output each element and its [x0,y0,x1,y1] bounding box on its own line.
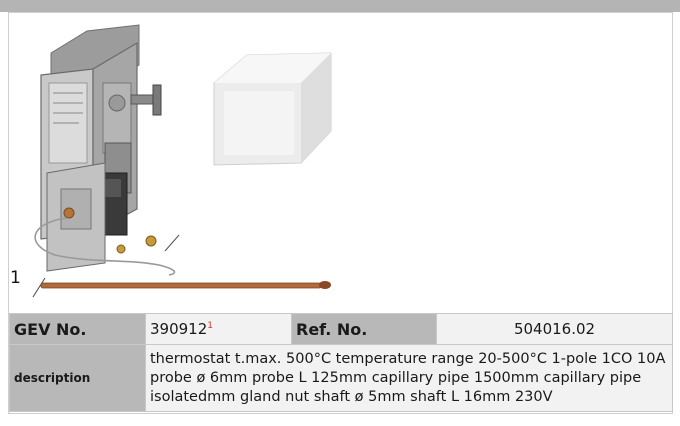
ref-value: 504016.02 [436,313,673,345]
table-row: GEV No. 3909121 Ref. No. 504016.02 [9,313,673,345]
table-row: description thermostat t.max. 500°C temp… [9,344,673,412]
gev-label: GEV No. [9,313,146,345]
spec-table: GEV No. 3909121 Ref. No. 504016.02 descr… [9,313,673,412]
capillary-wire [34,217,176,276]
gev-value-cell: 3909121 [145,313,292,345]
description-label: description [9,344,146,412]
description-text: thermostat t.max. 500°C temperature rang… [145,344,673,412]
product-photo [32,24,332,298]
ref-label: Ref. No. [291,313,437,345]
probe [32,277,331,298]
top-bar [0,0,680,12]
cover-cap [213,52,332,166]
thermostat-body [40,24,162,272]
callout-number: 1 [10,268,21,288]
gev-note: 1 [207,321,213,331]
gev-value: 390912 [150,320,208,338]
